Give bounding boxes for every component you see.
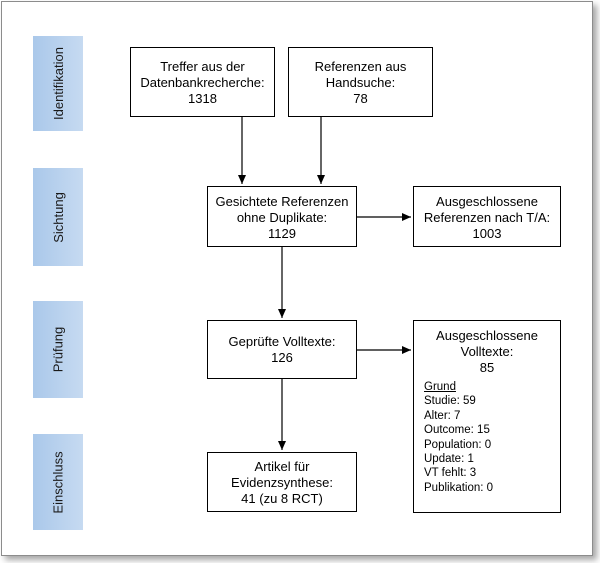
database-hits-box: Treffer aus der Datenbankrecherche: 1318 (130, 47, 275, 117)
exclusion-reason-item: Studie: 59 (424, 395, 476, 408)
exclusion-reason-item: Population: 0 (424, 438, 492, 451)
reviewed-fulltexts-box: Geprüfte Volltexte: 126 (207, 320, 357, 379)
exclusion-reason-item: VT fehlt: 3 (424, 467, 477, 480)
excluded-ta-line1: Ausgeschlossene (436, 194, 538, 209)
phase-identification: Identifikation (33, 36, 83, 131)
phase-screening: Sichtung (33, 168, 83, 266)
exclusion-reason-item: Outcome: 15 (424, 424, 490, 437)
excluded-ta-box: Ausgeschlossene Referenzen nach T/A: 100… (413, 186, 561, 247)
screened-references-line1: Gesichtete Referenzen (215, 194, 349, 209)
excluded-fulltexts-box: Ausgeschlossene Volltexte: 85 Grund Stud… (413, 320, 561, 513)
excluded-ta-line2: Referenzen nach T/A: (423, 210, 551, 225)
exclusion-reasons-heading: Grund (424, 381, 456, 393)
manual-search-line2: Handsuche: (325, 75, 396, 90)
manual-search-box: Referenzen aus Handsuche: 78 (288, 47, 433, 117)
database-hits-count: 1318 (188, 91, 217, 106)
exclusion-reason-item: Publikation: 0 (424, 481, 494, 494)
phase-inclusion: Einschluss (33, 434, 83, 530)
exclusion-reasons-list: Grund Studie: 59 Alter: 7 Outcome: 15 Po… (424, 380, 560, 495)
included-articles-line1: Artikel für (254, 459, 310, 474)
reviewed-fulltexts-line1: Geprüfte Volltexte: (228, 334, 336, 349)
excluded-fulltexts-count: 85 (479, 360, 495, 375)
excluded-fulltexts-line1: Ausgeschlossene (436, 328, 538, 343)
reviewed-fulltexts-count: 126 (271, 350, 293, 365)
exclusion-reason-item: Update: 1 (424, 453, 474, 466)
exclusion-reason-item: Alter: 7 (424, 409, 461, 422)
database-hits-line1: Treffer aus der (160, 59, 245, 74)
screened-references-count: 1129 (268, 226, 296, 241)
screened-references-box: Gesichtete Referenzen ohne Duplikate: 11… (207, 186, 357, 247)
manual-search-line1: Referenzen aus (314, 59, 407, 74)
screened-references-line2: ohne Duplikate: (236, 210, 328, 225)
excluded-fulltexts-line2: Volltexte: (460, 344, 514, 359)
phase-review: Prüfung (33, 301, 83, 398)
excluded-ta-count: 1003 (472, 226, 502, 241)
included-articles-count: 41 (zu 8 RCT) (241, 491, 323, 506)
included-articles-box: Artikel für Evidenzsynthese: 41 (zu 8 RC… (207, 452, 357, 512)
included-articles-line2: Evidenzsynthese: (231, 475, 333, 490)
manual-search-count: 78 (353, 91, 368, 106)
database-hits-line2: Datenbankrecherche: (140, 75, 265, 90)
